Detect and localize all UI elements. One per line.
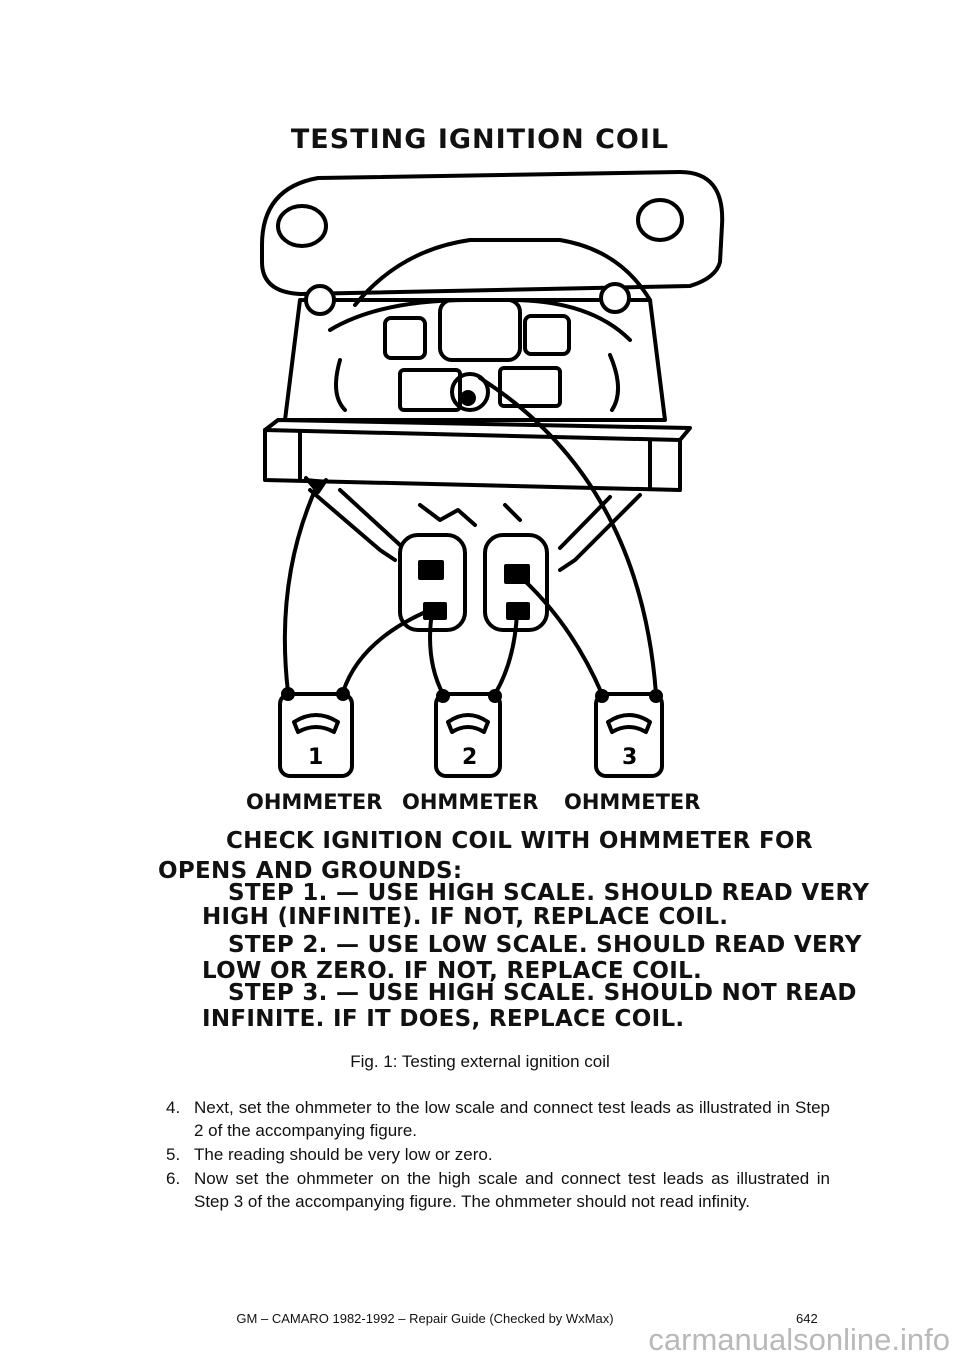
ohmmeter-2-label: OHMMETER — [402, 790, 539, 814]
coil-body — [263, 428, 682, 492]
figure-caption: Fig. 1: Testing external ignition coil — [350, 1052, 610, 1071]
high-tension-tower — [438, 298, 522, 362]
footer-title: GM – CAMARO 1982-1992 – Repair Guide (Ch… — [236, 1311, 614, 1326]
ohmmeter-1-body — [278, 692, 354, 778]
ohmmeter-2-number: 2 — [462, 745, 477, 770]
test-lead-1a — [282, 486, 318, 694]
bracket-hole-left — [276, 204, 328, 248]
instruction-line: LOW OR ZERO. IF NOT, REPLACE COIL. — [202, 958, 703, 984]
test-lead-3a — [513, 570, 604, 696]
list-item: 6. Now set the ohmmeter on the high scal… — [160, 1167, 830, 1213]
test-lead-3b — [478, 376, 658, 696]
ohmmeter-2-body — [434, 692, 502, 778]
ohmmeter-3-body — [594, 692, 664, 778]
coil-mounting-bracket — [260, 170, 725, 296]
step-text: Now set the ohmmeter on the high scale a… — [194, 1169, 830, 1211]
coil-dome — [353, 238, 652, 307]
instruction-line: INFINITE. IF IT DOES, REPLACE COIL. — [202, 1006, 685, 1032]
instruction-line: STEP 3. — USE HIGH SCALE. SHOULD NOT REA… — [228, 980, 857, 1006]
list-item: 5. The reading should be very low or zer… — [160, 1143, 830, 1166]
figure-title: TESTING IGNITION COIL — [290, 124, 670, 155]
step-text: Next, set the ohmmeter to the low scale … — [194, 1098, 830, 1140]
instruction-line: STEP 1. — USE HIGH SCALE. SHOULD READ VE… — [228, 880, 870, 906]
ohmmeter-3-number: 3 — [622, 745, 637, 770]
list-item: 4. Next, set the ohmmeter to the low sca… — [160, 1096, 830, 1142]
primary-connector-left — [398, 533, 467, 632]
step-number: 5. — [166, 1145, 181, 1164]
instruction-line: STEP 2. — USE LOW SCALE. SHOULD READ VER… — [228, 932, 862, 958]
instruction-line: CHECK IGNITION COIL WITH OHMMETER FOR — [226, 828, 813, 854]
step-number: 6. — [166, 1169, 181, 1188]
watermark: carmanualsonline.info — [648, 1322, 950, 1357]
page-number: 642 — [796, 1311, 818, 1326]
ignition-coil-diagram: 1 2 3 — [260, 170, 725, 778]
test-lead-2b — [493, 610, 519, 696]
test-lead-1b — [341, 608, 432, 694]
test-lead-2a — [428, 610, 445, 696]
ohmmeter-1-number: 1 — [308, 745, 323, 770]
step-number: 4. — [166, 1098, 181, 1117]
bracket-hole-right — [636, 198, 684, 242]
instruction-line: OPENS AND GROUNDS: — [158, 858, 463, 884]
ohmmeter-3-label: OHMMETER — [564, 790, 701, 814]
step-text: The reading should be very low or zero. — [194, 1145, 493, 1164]
ohmmeter-1-label: OHMMETER — [246, 790, 383, 814]
instruction-line: HIGH (INFINITE). IF NOT, REPLACE COIL. — [202, 904, 729, 930]
procedure-steps: 4. Next, set the ohmmeter to the low sca… — [160, 1096, 830, 1214]
